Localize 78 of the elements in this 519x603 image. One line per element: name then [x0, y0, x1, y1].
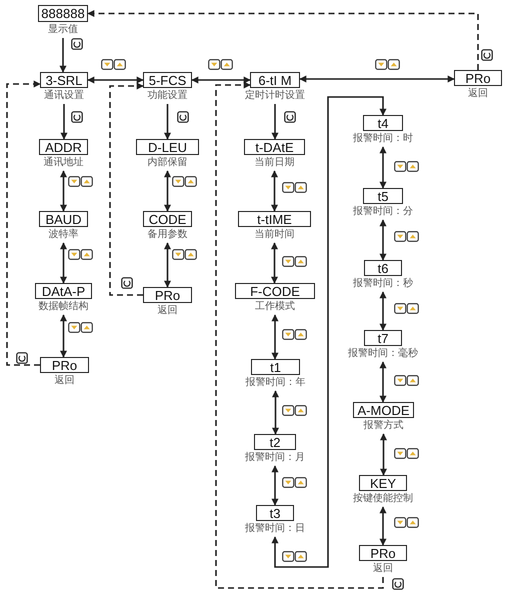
node-label: 当前时间 [254, 229, 294, 241]
node-label: 通讯设置 [44, 90, 84, 102]
display-box: t7 [364, 330, 402, 346]
arrow [380, 291, 386, 331]
display-box: A-MODE [353, 402, 414, 418]
display-box: 5-FCS [143, 72, 192, 88]
node-label: 定时计时设置 [245, 90, 305, 102]
node-label: 通讯地址 [44, 157, 84, 169]
arrow [164, 170, 171, 212]
arrow [272, 104, 278, 140]
node-label: 报警时间：年 [246, 377, 306, 389]
arrow [271, 170, 278, 212]
arrow [87, 76, 144, 84]
display-box: KEY [359, 475, 407, 491]
arrow [191, 76, 251, 84]
arrow [272, 96, 386, 568]
display-box: 888888 [38, 5, 88, 22]
display-box: PRo [359, 545, 407, 561]
node-label: 报警时间：时 [353, 133, 413, 145]
arrow [380, 433, 387, 476]
node-label: 返回 [468, 88, 488, 100]
display-box: 6-tI M [250, 72, 300, 88]
display-box: t-DAtE [244, 139, 305, 155]
arrow [299, 76, 455, 82]
node-label: 工作模式 [255, 301, 295, 313]
node-label: 当前日期 [254, 157, 294, 169]
display-box: t1 [251, 359, 300, 375]
dashed-arrow [6, 80, 41, 366]
display-box: t6 [364, 260, 402, 276]
arrow [380, 506, 386, 546]
node-label: 报警时间：秒 [353, 278, 413, 290]
dashed-arrow [109, 82, 144, 296]
display-box: t-tIME [238, 211, 311, 227]
display-box: t2 [254, 434, 296, 450]
arrow [164, 242, 171, 288]
display-box: D-LEU [136, 139, 199, 155]
node-label: 报警时间：日 [245, 523, 305, 535]
node-label: 备用参数 [148, 229, 188, 241]
node-label: 数据帧结构 [38, 301, 88, 313]
display-box: t3 [256, 505, 294, 521]
display-box: F-CODE [235, 283, 315, 299]
display-box: CODE [143, 211, 192, 227]
arrow [272, 465, 278, 506]
display-box: PRo [143, 287, 192, 303]
arrow [380, 219, 386, 261]
arrow [60, 104, 68, 140]
node-label: 显示值 [48, 24, 78, 36]
display-box: PRo [454, 70, 502, 86]
node-label: 报警时间：月 [245, 452, 305, 464]
node-label: 波特率 [48, 229, 78, 241]
node-label: 返回 [373, 563, 393, 575]
arrow [271, 242, 278, 284]
node-label: 报警方式 [364, 420, 404, 432]
node-label: 返回 [54, 375, 74, 387]
arrow [60, 242, 67, 284]
display-box: t4 [363, 115, 403, 131]
display-box: t5 [363, 188, 403, 204]
node-label: 报警时间：毫秒 [348, 348, 418, 360]
arrow [164, 104, 171, 140]
node-label: 功能设置 [148, 90, 188, 102]
arrow [60, 314, 67, 358]
dashed-arrow [215, 82, 384, 589]
node-label: 返回 [158, 305, 178, 317]
arrow [380, 146, 386, 189]
node-label: 按键使能控制 [353, 493, 413, 505]
arrow [272, 314, 278, 360]
display-box: DAtA-P [35, 283, 92, 299]
arrow [380, 361, 386, 403]
display-box: 3-SRL [40, 72, 88, 88]
display-box: ADDR [39, 139, 88, 155]
dashed-arrow [87, 10, 479, 70]
arrow [272, 390, 279, 435]
arrow [60, 170, 67, 212]
display-box: PRo [40, 357, 89, 373]
display-box: BAUD [39, 211, 88, 227]
arrow [60, 38, 66, 73]
node-label: 报警时间：分 [353, 206, 413, 218]
node-label: 内部保留 [148, 157, 188, 169]
